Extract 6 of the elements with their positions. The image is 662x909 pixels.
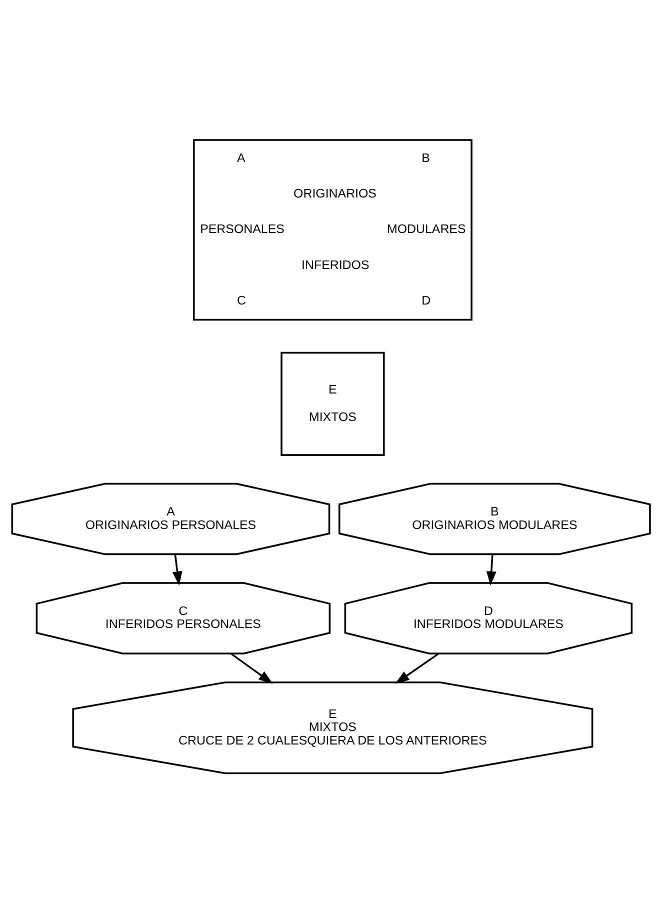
arrow (230, 652, 273, 684)
arrow (486, 554, 496, 586)
node-box: A B ORIGINARIOS PERSONALES MODULARES INFERIDOS C D (192, 139, 472, 321)
arrow (395, 652, 440, 684)
arrow (172, 554, 182, 586)
node-box: E MIXTOS (280, 352, 385, 456)
